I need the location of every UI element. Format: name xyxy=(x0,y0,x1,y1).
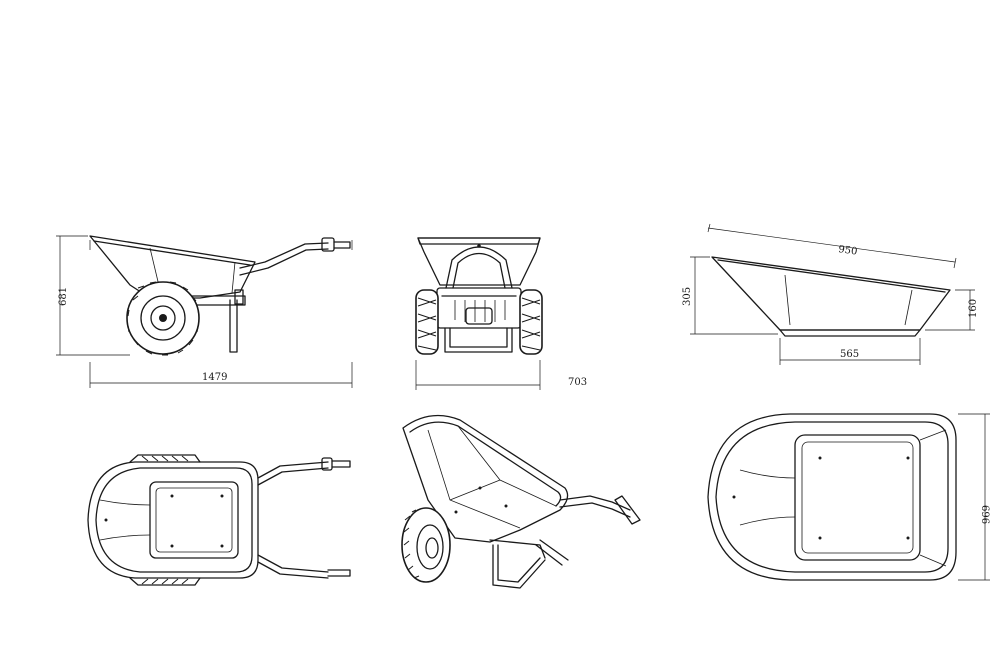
dim-tray-front-height: 160 xyxy=(968,299,979,318)
dim-side-height: 681 xyxy=(58,287,69,306)
tray-side-view: 950 305 160 565 xyxy=(682,223,979,365)
dim-side-length: 1479 xyxy=(202,372,227,383)
top-view xyxy=(87,454,351,586)
side-view: 681 1479 xyxy=(56,235,353,388)
dim-tray-height: 305 xyxy=(682,287,693,306)
front-view: 703 xyxy=(415,237,587,390)
tray-top-view: 696 xyxy=(707,413,990,581)
isometric-view xyxy=(401,414,641,589)
dim-tray-top-length: 950 xyxy=(838,244,858,257)
dim-front-width: 703 xyxy=(568,377,587,388)
dim-tray-width: 696 xyxy=(979,505,990,524)
dim-tray-bottom-length: 565 xyxy=(840,349,859,360)
